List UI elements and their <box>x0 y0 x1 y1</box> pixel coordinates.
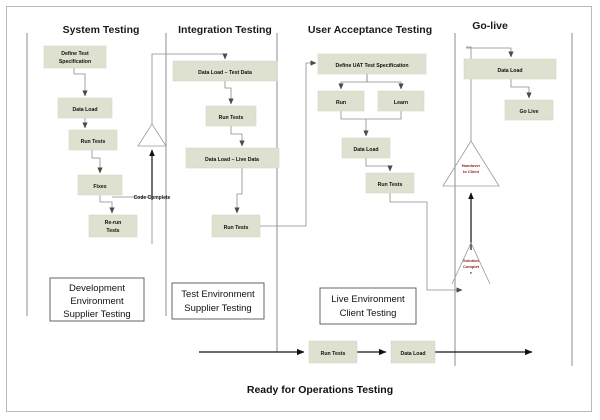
node-label-uat-data-load: Data Load <box>353 147 378 153</box>
node-integration-data-load-live-data[interactable]: Data Load – Live Data <box>185 147 280 169</box>
connector-uat-define-to-run <box>338 74 368 90</box>
node-system-fixes[interactable]: Fixes <box>77 174 123 196</box>
diagram-frame <box>6 6 592 412</box>
connector-gate-to-integration <box>151 53 228 124</box>
connector-handover-to-golive-top <box>466 46 472 141</box>
node-ops-data-load[interactable]: Data Load <box>390 340 436 364</box>
phase-title-system: System Testing <box>63 24 140 36</box>
node-golive-go-live[interactable]: Go Live <box>504 99 554 121</box>
connector-int-dataload-to-runtests <box>224 81 234 105</box>
node-label-system-rerun-line2: Tests <box>106 228 119 234</box>
node-label-ops-run-tests: Run Tests <box>321 351 346 357</box>
node-system-data-load[interactable]: Data Load <box>57 97 113 119</box>
node-uat-learn[interactable]: Learn <box>377 90 425 112</box>
connector-fixes-to-rerun <box>99 195 115 214</box>
gate-label-handover-line2: to Client <box>463 169 480 174</box>
node-uat-define-specification[interactable]: Define UAT Test Specification <box>317 53 427 75</box>
node-label-system-data-load: Data Load <box>72 107 97 113</box>
node-label-uat-learn: Learn <box>394 100 408 106</box>
legend-development-line2: Environment <box>70 296 124 307</box>
connector-uat-define-to-learn <box>366 74 404 90</box>
connector-uat-dataload-to-runtests <box>365 158 393 172</box>
node-system-rerun-tests[interactable]: Re-run Tests <box>88 214 138 238</box>
node-system-run-tests[interactable]: Run Tests <box>68 129 118 151</box>
legend-test-environment: Test Environment Supplier Testing <box>171 282 265 320</box>
connector-runtests-to-fixes <box>91 150 103 174</box>
phase-title-integration: Integration Testing <box>178 24 272 36</box>
node-label-golive-data-load: Data Load <box>497 68 522 74</box>
node-label-integration-run-tests-2: Run Tests <box>224 225 249 231</box>
connector-uat-learn-to-dataload <box>366 111 402 120</box>
legend-development-environment: Development Environment Supplier Testing <box>49 277 145 322</box>
node-label-integration-data-load-test: Data Load – Test Data <box>198 70 252 76</box>
gate-solution-triangle <box>451 242 491 285</box>
node-golive-data-load[interactable]: Data Load <box>463 58 557 80</box>
gate-system-triangle <box>137 123 167 147</box>
connector-int-to-uat <box>260 60 317 227</box>
node-integration-run-tests-1[interactable]: Run Tests <box>205 105 257 127</box>
gate-handover-triangle <box>442 140 500 187</box>
connector-golive-dataload-to-golive <box>510 79 532 99</box>
legend-live-environment: Live Environment Client Testing <box>319 287 417 325</box>
legend-test-line2: Supplier Testing <box>184 303 251 314</box>
node-label-define-test-spec-line1: Define Test <box>61 51 89 57</box>
connector-uat-run-to-dataload <box>340 111 369 137</box>
node-label-system-fixes: Fixes <box>93 184 106 190</box>
gate-label-solution-line3: e <box>470 270 473 275</box>
connector-uat-runtests-to-solution <box>389 193 463 293</box>
node-ops-run-tests[interactable]: Run Tests <box>308 340 358 364</box>
gate-label-solution-line2: Complet <box>463 264 480 269</box>
node-integration-run-tests-2[interactable]: Run Tests <box>211 214 261 238</box>
node-label-integration-run-tests-1: Run Tests <box>219 115 244 121</box>
connector-int-runtests-to-liveload <box>230 126 245 147</box>
connector-define-to-dataload <box>73 68 88 97</box>
node-label-system-rerun-line1: Re-run <box>105 220 122 226</box>
node-define-test-specification[interactable]: Define Test Specification <box>43 45 107 69</box>
legend-development-line3: Supplier Testing <box>63 309 130 320</box>
node-label-system-run-tests: Run Tests <box>81 139 106 145</box>
gate-label-handover-line1: Handover <box>462 163 481 168</box>
phase-title-uat: User Acceptance Testing <box>308 24 432 36</box>
legend-development-line1: Development <box>69 283 125 294</box>
node-integration-data-load-test-data[interactable]: Data Load – Test Data <box>172 60 278 82</box>
node-label-golive-go-live: Go Live <box>519 109 538 115</box>
node-uat-run[interactable]: Run <box>317 90 365 112</box>
connector-into-golive-dataload <box>466 47 514 58</box>
node-label-uat-run-tests: Run Tests <box>378 182 403 188</box>
node-uat-run-tests[interactable]: Run Tests <box>365 172 415 194</box>
node-label-ops-data-load: Data Load <box>400 351 425 357</box>
legend-live-line1: Live Environment <box>331 294 405 305</box>
node-uat-data-load[interactable]: Data Load <box>341 137 391 159</box>
gate-label-solution-line1: Solution <box>463 258 480 263</box>
node-label-integration-data-load-live: Data Load – Live Data <box>205 157 259 163</box>
node-label-uat-run: Run <box>336 100 346 106</box>
node-label-uat-define-spec: Define UAT Test Specification <box>335 63 408 69</box>
phase-title-golive: Go-live <box>472 20 508 32</box>
legend-live-line2: Client Testing <box>340 308 397 319</box>
connector-int-liveload-to-runtests2 <box>234 168 243 214</box>
footer-title: Ready for Operations Testing <box>247 384 393 396</box>
legend-test-line1: Test Environment <box>181 289 255 300</box>
node-label-define-test-spec-line2: Specification <box>59 59 91 65</box>
